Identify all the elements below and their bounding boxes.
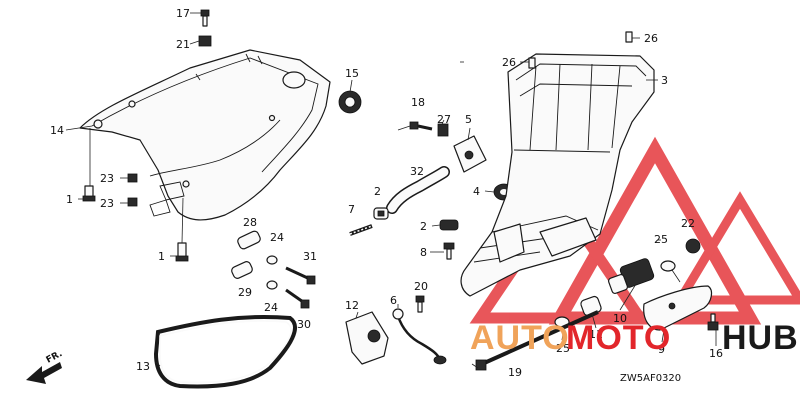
callout-11: 11 [589,328,603,341]
callout-3: 3 [661,74,668,87]
bolt-16 [707,313,719,331]
plate-5 [453,135,487,173]
callout-2-lower: 2 [420,220,427,233]
seal-13 [153,314,298,389]
callout-25-upper: 25 [654,233,668,246]
fr-arrow-icon [26,362,62,384]
extension-case [460,53,655,297]
callout-20: 20 [414,280,428,293]
callout-31: 31 [303,250,317,263]
callout-16: 16 [709,347,723,360]
callout-26-right: 26 [644,32,658,45]
callout-22: 22 [681,217,695,230]
callout-25-lower: 25 [556,342,570,355]
mount-opening [539,217,597,257]
cover-grommet-hole [282,71,306,89]
callout-32: 32 [410,165,424,178]
callout-2-upper: 2 [374,185,381,198]
direction-label: FR. [45,349,64,366]
watermark-auto: AUTO [470,319,570,357]
water-tube-port [493,223,525,263]
damper-10 [607,258,655,295]
callout-23-lower: 23 [100,197,114,210]
callout-30: 30 [297,318,311,331]
callout-5: 5 [465,113,472,126]
under-cover [79,49,331,221]
bolt-19 [475,310,599,371]
callout-17: 17 [176,7,190,20]
nut-23-upper [127,173,138,183]
callout-15: 15 [345,67,359,80]
callout-24-upper: 24 [270,231,284,244]
bolt-30 [285,288,310,309]
callout-19: 19 [508,366,522,379]
hose-32 [386,166,450,214]
dowel-26-left [528,57,536,69]
bolt-1-upper [82,185,96,202]
watermark-hub: HUB [722,319,799,357]
callout-4: 4 [473,185,480,198]
callout-13: 13 [136,360,150,373]
callout-18: 18 [411,96,425,109]
washer-25-upper [660,260,676,272]
callout-14: 14 [50,124,64,137]
callout-1-lower: 1 [158,250,165,263]
bolt-7 [349,224,373,236]
collar-27 [437,123,449,137]
washer-24-lower [266,280,278,290]
callout-26-left: 26 [502,56,516,69]
callout-1-upper: 1 [66,193,73,206]
callout-23-upper: 23 [100,172,114,185]
bolt-17 [200,9,210,27]
washer-24-upper [266,255,278,265]
bracket-9 [643,285,713,331]
callout-9: 9 [658,343,665,356]
callout-6: 6 [390,294,397,307]
callout-labels: 17 21 15 14 1 23 23 28 24 31 1 29 24 30 … [50,7,723,379]
callout-21: 21 [176,38,190,51]
clip-2-upper [373,207,389,220]
callout-28: 28 [243,216,257,229]
collar-21 [198,35,212,47]
callout-27: 27 [437,113,451,126]
callout-10: 10 [613,312,627,325]
callout-12: 12 [345,299,359,312]
bolt-1-lower [175,242,189,262]
watermark-triangle-right [672,191,800,305]
under-cover-assembly [79,49,331,221]
watermark-moto: MOTO [566,319,671,357]
collar-28 [237,230,261,250]
callout-29: 29 [238,286,252,299]
cap-22 [685,238,701,254]
grommet-15 [338,90,362,114]
ground-cable-6 [392,308,447,365]
callout-7: 7 [348,203,355,216]
front-direction-arrow: FR. [26,349,64,384]
bolt-31 [285,266,316,285]
watermark-text: AUTO MOTO HUB [470,319,799,357]
bolt-20 [415,295,425,313]
bolt-8 [443,242,455,260]
callout-8: 8 [420,246,427,259]
cable-holder-12 [345,311,389,365]
callout-24-lower: 24 [264,301,278,314]
leader-lines [65,12,717,369]
bolt-18 [409,121,433,131]
diagram-code: ZW5AF0320 [620,373,681,384]
collar-29 [231,261,253,279]
clip-2-lower [439,219,459,231]
nut-23-lower [127,197,138,207]
dowel-26-right [625,31,633,43]
